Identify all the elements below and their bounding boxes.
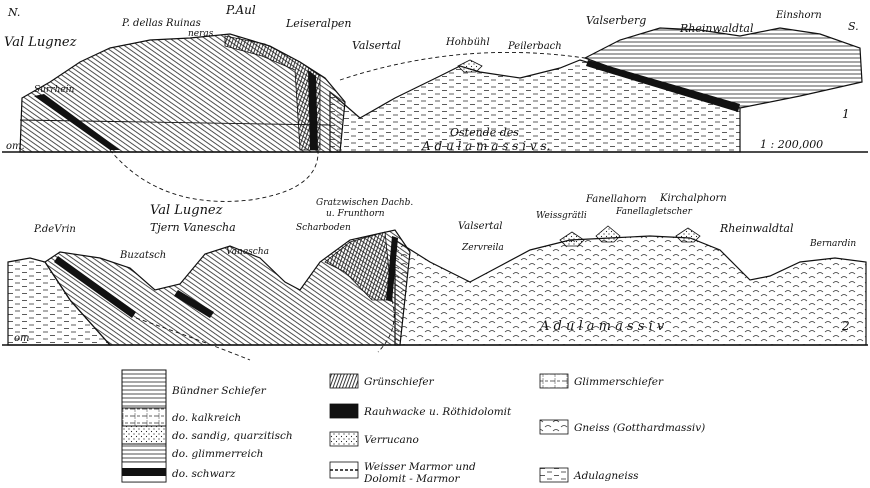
section1-rheinwaldtal: Rheinwaldtal: [679, 22, 754, 35]
legend-label-gotthard-gneiss: Gneiss (Gotthardmassiv): [574, 422, 705, 434]
section2-weissgratli: Weissgrätli: [536, 211, 587, 221]
section2-tjern-vanescha: Tjern Vanescha: [150, 221, 236, 234]
section2-fanellahorn: Fanellahorn: [585, 194, 647, 205]
section1-leiseralpen: Leiseralpen: [285, 17, 351, 30]
section1-valsertal: Valsertal: [352, 39, 401, 52]
section2-fanellagletscher: Fanellagletscher: [615, 207, 693, 217]
section2-p-de-vrin: P.deVrin: [33, 224, 76, 235]
section2-scharboden: Scharboden: [296, 223, 351, 233]
legend-swatch-glimmerschiefer: [540, 374, 568, 388]
section1-einshorn: Einshorn: [775, 10, 822, 21]
section2-zervreila: Zervreila: [461, 243, 504, 253]
section-1: N. S. Val Lugnez Surrhein P. dellas Ruin…: [2, 3, 868, 201]
section1-north: N.: [7, 6, 20, 19]
legend-swatch-rauhwacke: [330, 404, 358, 418]
legend-swatch-sandig: [122, 426, 166, 444]
legend: Bündner Schiefer do. kalkreich do. sandi…: [122, 370, 705, 485]
section2-marble-fanellahorn: [596, 226, 620, 242]
legend-swatch-kalkreich: [122, 408, 166, 426]
legend-label-kalkreich: do. kalkreich: [172, 412, 241, 424]
legend-label-glimmerschiefer: Glimmerschiefer: [574, 376, 664, 388]
legend-swatch-schwarz-band: [122, 468, 166, 476]
legend-label-marmor-2: Dolomit - Marmor: [363, 473, 460, 485]
legend-label-glimmerreich: do. glimmerreich: [172, 448, 263, 460]
section2-vanescha: Vanescha: [226, 247, 269, 257]
legend-swatch-adulagneiss: [540, 468, 568, 482]
legend-swatch-marmor: [330, 462, 358, 478]
legend-swatch-verrucano: [330, 432, 358, 446]
section1-valserberg: Valserberg: [586, 14, 646, 27]
section2-kirchalphorn: Kirchalphorn: [659, 193, 727, 204]
section2-val-lugnez: Val Lugnez: [150, 203, 223, 218]
section2-marble-kirchalphorn: [676, 228, 700, 242]
section2-bernardin: Bernardin: [809, 239, 856, 249]
section1-p-dellas-ruinas: P. dellas Ruinas: [121, 18, 201, 29]
legend-swatch-grunschiefer: [330, 374, 358, 388]
section1-val-lugnez: Val Lugnez: [4, 35, 77, 50]
legend-label-grunschiefer: Grünschiefer: [364, 376, 435, 388]
section1-p-aul: P.Aul: [225, 3, 256, 17]
legend-swatch-glimmerreich: [122, 444, 166, 462]
section1-number: 1: [842, 107, 850, 121]
legend-label-verrucano: Verrucano: [364, 434, 419, 446]
section2-u-frunthorn: u. Frunthorn: [326, 209, 385, 219]
section2-rheinwaldtal: Rheinwaldtal: [719, 222, 794, 235]
section1-ostende: Ostende des: [450, 126, 519, 139]
section1-datum: om.: [6, 141, 25, 152]
section1-deep-fold-arc: [110, 150, 318, 201]
section2-datum: om: [14, 333, 30, 344]
section1-surrhein: Surrhein: [34, 85, 75, 95]
section2-valsertal: Valsertal: [458, 221, 502, 232]
legend-label-rauhwacke: Rauhwacke u. Röthidolomit: [363, 406, 512, 418]
section2-gratzwischen: Gratzwischen Dachb.: [316, 198, 413, 208]
section2-buzatsch: Buzatsch: [119, 250, 166, 261]
legend-label-adulagneiss: Adulagneiss: [573, 470, 639, 482]
section1-neras: neras: [188, 29, 214, 39]
section1-south: S.: [848, 20, 859, 33]
section1-hohbuhl: Hohbühl: [445, 37, 490, 48]
section1-scale: 1 : 200,000: [760, 138, 823, 151]
legend-label-schwarz: do. schwarz: [172, 468, 236, 480]
legend-swatch-bundner-schiefer: [122, 370, 166, 408]
section-2: Val Lugnez P.deVrin Tjern Vanescha Buzat…: [2, 193, 868, 360]
section2-marble-weissgratli: [560, 232, 584, 246]
section2-adulamassiv: A d u l a m a s s i v: [539, 319, 665, 334]
legend-label-sandig: do. sandig, quarzitisch: [172, 430, 293, 442]
legend-label-bundner-schiefer: Bündner Schiefer: [171, 385, 267, 397]
section1-adulamassivs: A d u l a m a s s i v s.: [421, 139, 550, 153]
legend-swatch-gotthard-gneiss: [540, 420, 568, 434]
section2-number: 2: [841, 319, 850, 333]
legend-label-marmor-1: Weisser Marmor und: [364, 461, 476, 473]
section1-peilerbach: Peilerbach: [507, 41, 562, 52]
